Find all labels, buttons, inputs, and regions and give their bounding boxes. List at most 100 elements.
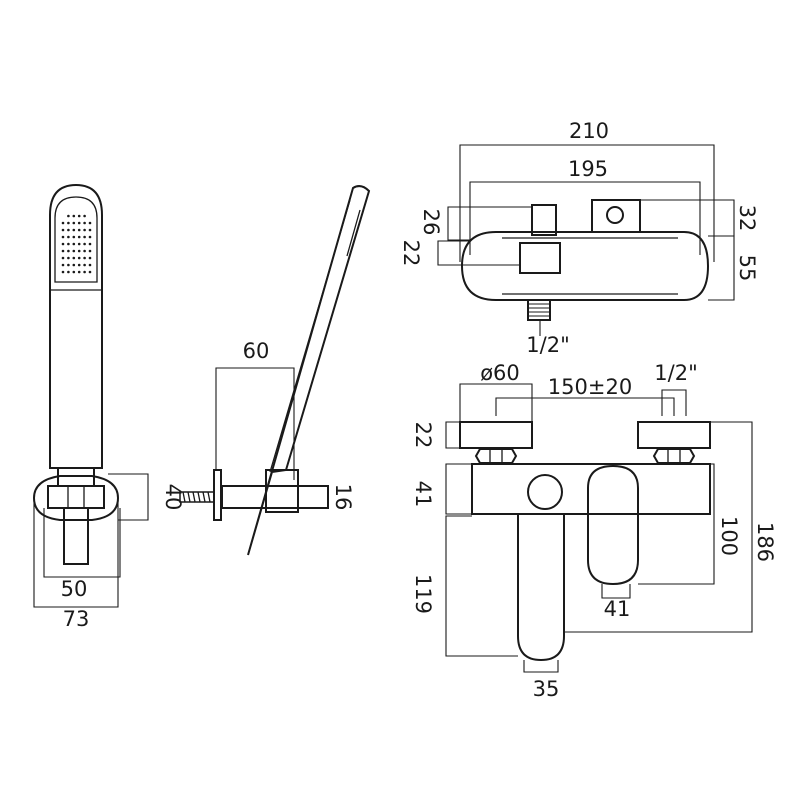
left-inlet-cap bbox=[459, 421, 533, 449]
dimension-line bbox=[638, 463, 715, 585]
spray-nozzle bbox=[83, 214, 86, 218]
spray-nozzle bbox=[88, 235, 92, 239]
mixer-body bbox=[471, 463, 711, 515]
dim-41-width: 41 bbox=[604, 597, 631, 621]
hand-shower-front-view: 50 73 40 bbox=[32, 183, 185, 631]
hand-shower-spray-face bbox=[54, 196, 98, 283]
hand-shower-side-inner bbox=[269, 199, 351, 473]
dimension-line bbox=[495, 397, 675, 416]
dimension-line bbox=[640, 199, 735, 237]
spray-nozzle bbox=[67, 270, 70, 274]
dim-32: 32 bbox=[735, 205, 759, 232]
spray-nozzle bbox=[88, 221, 92, 225]
dimension-line bbox=[445, 421, 460, 449]
diverter-knob bbox=[527, 474, 563, 510]
spray-nozzle bbox=[83, 242, 86, 246]
spray-nozzle bbox=[77, 228, 81, 232]
wall-bracket-ring bbox=[32, 475, 120, 521]
thread-label-front: 1/2" bbox=[654, 361, 697, 385]
spray-nozzle bbox=[88, 228, 92, 232]
screw-thread bbox=[202, 491, 206, 503]
dim-centres: 150±20 bbox=[548, 375, 632, 399]
spray-nozzle bbox=[77, 263, 81, 267]
dim-16: 16 bbox=[331, 484, 355, 511]
spray-nozzle bbox=[77, 242, 81, 246]
dimension-line bbox=[708, 235, 735, 301]
lever-knob-indicator bbox=[606, 206, 624, 224]
mixer-top-view: 210 195 26 22 32 55 1/2" bbox=[399, 119, 759, 357]
spray-nozzle bbox=[67, 263, 70, 267]
spray-nozzle bbox=[88, 263, 92, 267]
spout bbox=[517, 514, 565, 662]
dim-22-top: 22 bbox=[399, 240, 423, 267]
spray-nozzle bbox=[61, 249, 65, 253]
spray-nozzle bbox=[72, 263, 76, 267]
inlet-thread-ridges bbox=[528, 303, 550, 317]
dimension-line bbox=[469, 181, 701, 255]
screw-thread bbox=[182, 491, 186, 503]
spray-nozzle bbox=[83, 263, 86, 267]
spray-nozzle-grid bbox=[61, 214, 92, 274]
spray-nozzle bbox=[88, 256, 92, 260]
spray-nozzle bbox=[67, 214, 70, 218]
dimension-line bbox=[33, 500, 119, 608]
inlet-thread bbox=[527, 299, 551, 321]
lever-handle bbox=[587, 464, 639, 586]
spray-nozzle bbox=[77, 270, 81, 274]
hose-outlet bbox=[63, 507, 89, 565]
spray-nozzle bbox=[72, 235, 76, 239]
dimension-line bbox=[43, 508, 121, 578]
dim-60: 60 bbox=[243, 339, 270, 363]
spray-nozzle bbox=[77, 235, 81, 239]
dim-35: 35 bbox=[533, 677, 560, 701]
dimension-line bbox=[661, 389, 687, 416]
dimension-line bbox=[108, 473, 149, 521]
spray-nozzle bbox=[61, 256, 65, 260]
dim-26: 26 bbox=[419, 209, 443, 236]
spray-nozzle bbox=[88, 242, 92, 246]
spray-nozzle bbox=[88, 249, 92, 253]
spray-nozzle bbox=[72, 242, 76, 246]
spray-nozzle bbox=[72, 256, 76, 260]
spray-nozzle bbox=[77, 221, 81, 225]
dim-210: 210 bbox=[569, 119, 609, 143]
spray-nozzle bbox=[67, 221, 70, 225]
right-hex-nut bbox=[652, 448, 696, 464]
spray-nozzle bbox=[72, 228, 76, 232]
wall-plate bbox=[213, 469, 222, 521]
spray-nozzle bbox=[67, 228, 70, 232]
right-inlet-cap bbox=[637, 421, 711, 449]
hex-nut-outline bbox=[474, 448, 518, 464]
mixer-body-inner bbox=[502, 237, 678, 295]
spray-nozzle bbox=[83, 270, 86, 274]
spray-nozzle bbox=[77, 256, 81, 260]
dimension-line bbox=[215, 367, 295, 480]
spray-nozzle bbox=[77, 214, 81, 218]
hand-shower-side-view: 60 16 bbox=[179, 185, 371, 556]
spray-nozzle bbox=[72, 221, 76, 225]
spray-nozzle bbox=[61, 235, 65, 239]
dim-73: 73 bbox=[63, 607, 90, 631]
dimension-line bbox=[459, 144, 715, 262]
spray-nozzle bbox=[61, 270, 65, 274]
spray-nozzle bbox=[83, 235, 86, 239]
hand-shower-head-outline bbox=[49, 183, 103, 469]
dimension-line bbox=[445, 463, 472, 515]
dim-186: 186 bbox=[753, 522, 777, 562]
left-hex-nut bbox=[474, 448, 518, 464]
spray-nozzle bbox=[61, 242, 65, 246]
spray-nozzle bbox=[61, 221, 65, 225]
dim-195: 195 bbox=[568, 157, 608, 181]
spray-nozzle bbox=[67, 256, 70, 260]
screw-thread bbox=[192, 491, 196, 503]
dim-100: 100 bbox=[717, 516, 741, 556]
wall-bracket-block bbox=[47, 485, 105, 509]
dim-40: 40 bbox=[161, 484, 185, 511]
spray-nozzle bbox=[72, 270, 76, 274]
hex-nut-outline bbox=[652, 448, 696, 464]
spray-nozzle bbox=[83, 249, 86, 253]
spray-nozzle bbox=[72, 249, 76, 253]
fixing-screw bbox=[179, 491, 215, 503]
dim-50: 50 bbox=[61, 577, 88, 601]
